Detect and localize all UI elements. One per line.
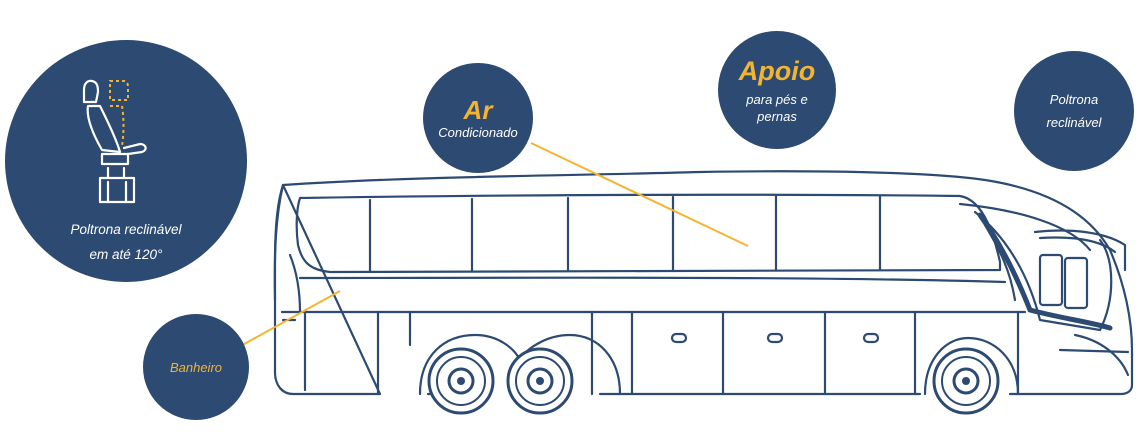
- feature-reclinavel-circle: Poltrona reclinável: [1014, 51, 1134, 171]
- banheiro-title: Banheiro: [169, 359, 223, 375]
- feature-apoio-circle: Apoio para pés e pernas: [718, 31, 836, 149]
- apoio-subtitle-line1: para pés e: [746, 91, 808, 107]
- ar-subtitle: Condicionado: [438, 124, 518, 140]
- apoio-subtitle-line2: pernas: [757, 108, 797, 124]
- feature-seat-circle: Poltrona reclinável em até 120°: [5, 40, 247, 282]
- bus-window-band: [295, 193, 1002, 274]
- seat-label-line1: Poltrona reclinável: [70, 222, 182, 237]
- reclinavel-line2: reclinável: [1046, 115, 1102, 130]
- wheel-front: [932, 347, 1000, 415]
- feature-ar-circle: Ar Condicionado: [423, 63, 533, 173]
- reclining-seat-icon: [76, 78, 176, 213]
- feature-banheiro-circle: Banheiro: [143, 314, 249, 420]
- connector-ar: [530, 142, 749, 247]
- seat-label-line2: em até 120°: [89, 247, 163, 262]
- reclinavel-line1: Poltrona: [1049, 92, 1099, 107]
- wheel-rear-2: [506, 347, 574, 415]
- wheel-rear-1: [427, 347, 495, 415]
- connector-banheiro: [227, 290, 341, 354]
- bus-body-outline: [273, 170, 1134, 396]
- apoio-title: Apoio: [738, 55, 816, 86]
- ar-title: Ar: [463, 94, 493, 125]
